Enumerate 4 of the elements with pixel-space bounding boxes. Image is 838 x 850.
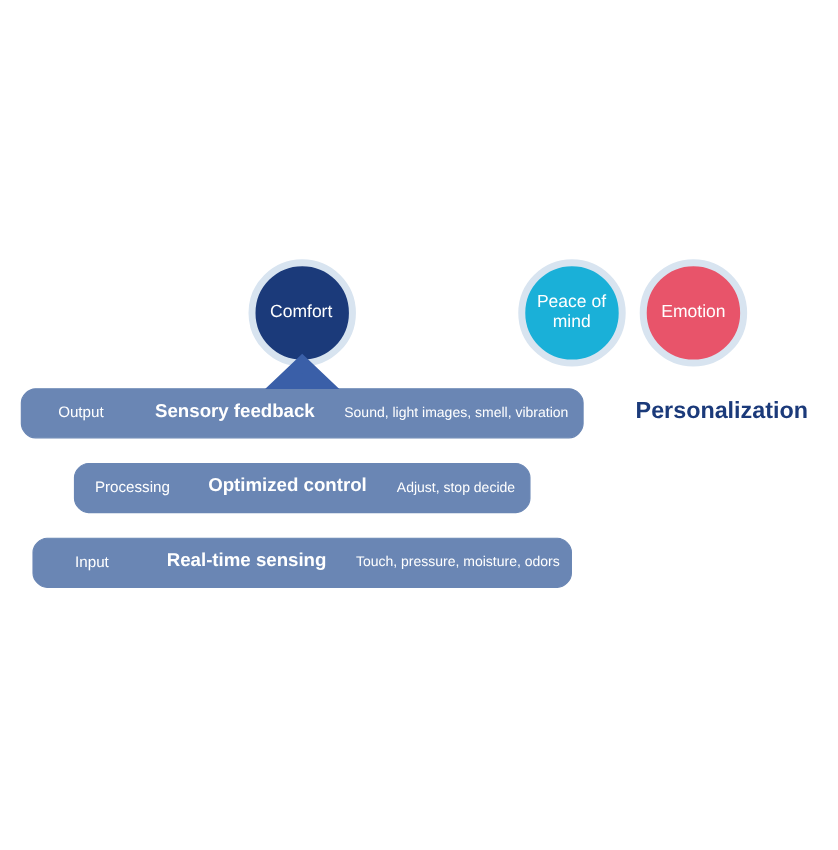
node-circle: Emotion xyxy=(639,259,748,367)
node-circle: Peace of mind xyxy=(518,259,626,367)
node-circle: Comfort xyxy=(248,259,356,367)
label: Personalization xyxy=(635,397,808,424)
